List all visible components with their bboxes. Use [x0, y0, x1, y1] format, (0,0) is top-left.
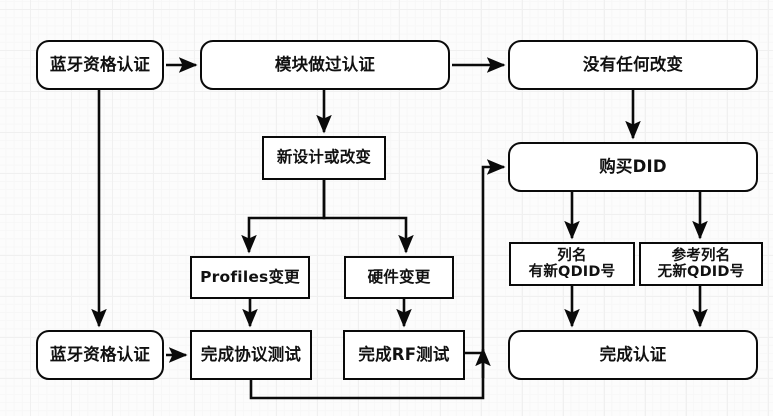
edge-new-design-or-change-to-hardware-change: [322, 180, 414, 254]
node-label-finish-rf-test: 完成RF测试: [358, 344, 450, 364]
node-label-hardware-change: 硬件变更: [367, 267, 431, 286]
node-finish-protocol-test[interactable]: 完成协议测试: [190, 330, 312, 380]
node-new-design-or-change[interactable]: 新设计或改变: [262, 136, 386, 180]
node-bt-qual-top[interactable]: 蓝牙资格认证: [36, 40, 164, 90]
node-ref-listed-no-new-qdid[interactable]: 参考列名 无新QDID号: [639, 242, 763, 286]
node-module-certified[interactable]: 模块做过认证: [200, 40, 450, 90]
node-buy-did[interactable]: 购买DID: [508, 142, 758, 192]
node-no-change[interactable]: 没有任何改变: [508, 40, 758, 90]
edge-new-design-or-change-to-profiles-change: [241, 180, 326, 254]
node-label-new-design-or-change: 新设计或改变: [276, 148, 372, 167]
node-label-profiles-change: Profiles变更: [200, 267, 300, 286]
node-label-finish-protocol-test: 完成协议测试: [200, 344, 302, 364]
node-listed-new-qdid[interactable]: 列名 有新QDID号: [509, 242, 635, 286]
node-label-module-certified: 模块做过认证: [274, 54, 376, 74]
node-bt-qual-bottom[interactable]: 蓝牙资格认证: [36, 330, 164, 380]
node-label-bt-qual-bottom: 蓝牙资格认证: [49, 344, 151, 364]
node-finish-certification[interactable]: 完成认证: [508, 330, 758, 380]
node-hardware-change[interactable]: 硬件变更: [344, 256, 454, 299]
node-profiles-change[interactable]: Profiles变更: [190, 256, 310, 299]
node-label-buy-did: 购买DID: [599, 156, 667, 176]
node-label-bt-qual-top: 蓝牙资格认证: [49, 54, 151, 74]
node-label-listed-new-qdid: 列名 有新QDID号: [528, 247, 616, 280]
node-finish-rf-test[interactable]: 完成RF测试: [343, 330, 465, 380]
node-label-ref-listed-no-new-qdid: 参考列名 无新QDID号: [657, 247, 745, 280]
node-label-finish-certification: 完成认证: [599, 344, 667, 364]
node-label-no-change: 没有任何改变: [582, 54, 684, 74]
